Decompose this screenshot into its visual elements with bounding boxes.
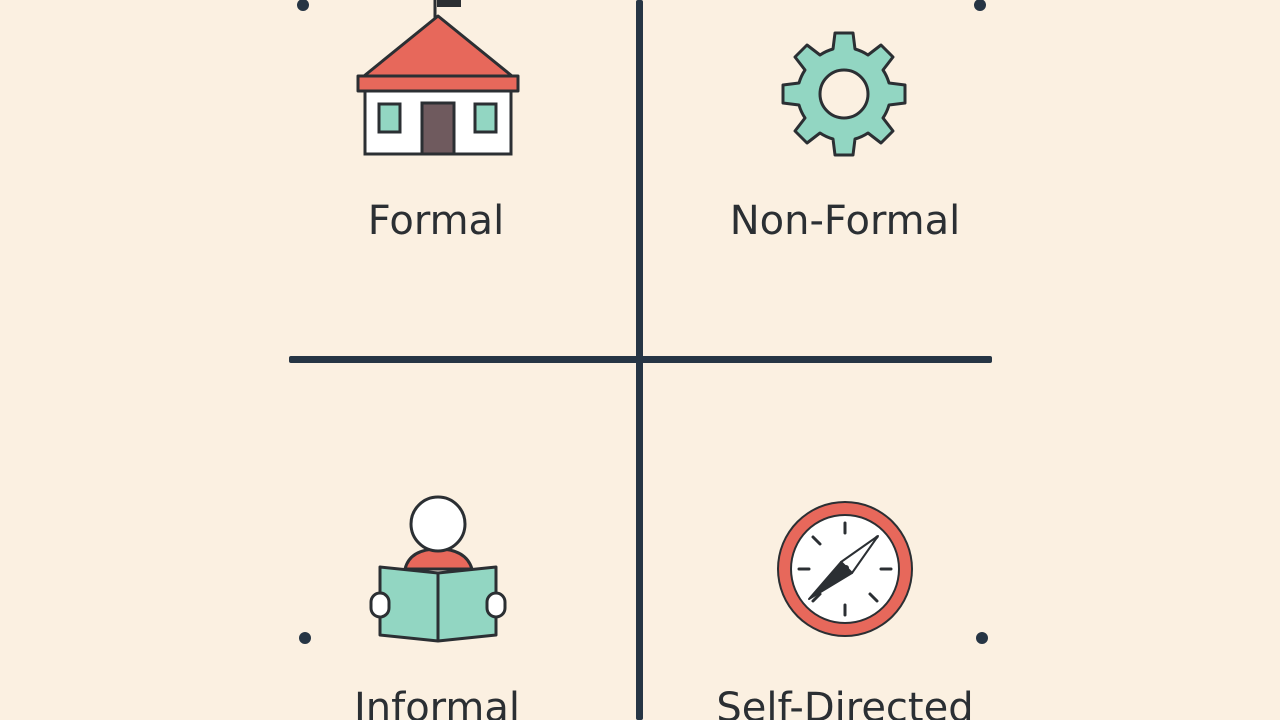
horizontal-divider [289,356,992,363]
corner-dot-top-left [297,0,309,11]
corner-dot-bottom-left [299,632,311,644]
corner-dot-bottom-right [976,632,988,644]
gear-icon [781,31,907,157]
schoolhouse-icon [356,0,520,156]
label-non-formal: Non-Formal [729,198,961,244]
compass-icon [777,501,913,637]
label-self-directed: Self-Directed [716,685,974,720]
person-reading-icon [369,495,507,643]
label-informal: Informal [353,685,521,720]
corner-dot-top-right [974,0,986,11]
label-formal: Formal [367,198,505,244]
